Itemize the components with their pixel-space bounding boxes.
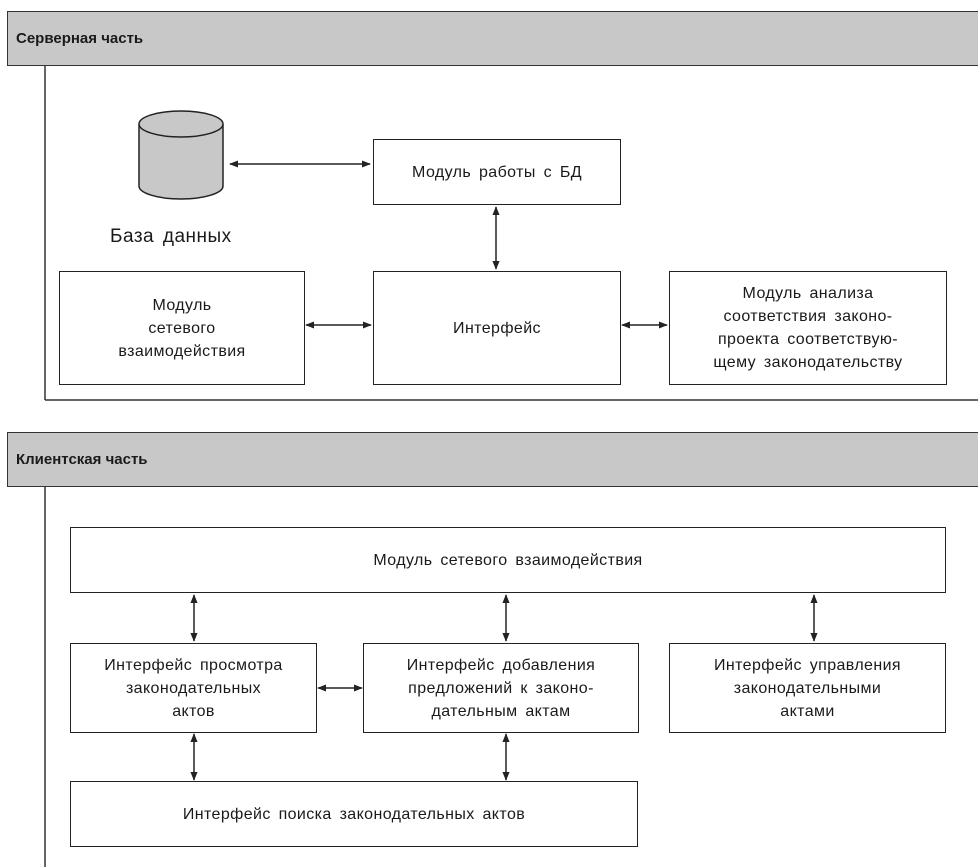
database-cylinder-icon <box>138 110 224 200</box>
server-network-module-box: Модуль сетевого взаимодействия <box>59 271 305 385</box>
client-network-module-box: Модуль сетевого взаимодействия <box>70 527 946 593</box>
server-interface-box: Интерфейс <box>373 271 621 385</box>
add-proposals-interface-box: Интерфейс добавления предложений к закон… <box>363 643 639 733</box>
analysis-module-box: Модуль анализа соответствия законо- прое… <box>669 271 947 385</box>
client-section-header: Клиентская часть <box>7 432 978 487</box>
server-section-header: Серверная часть <box>7 11 978 66</box>
client-section-title: Клиентская часть <box>16 451 148 468</box>
server-section-frame <box>44 66 978 401</box>
database-label: База данных <box>110 226 232 247</box>
db-module-box: Модуль работы с БД <box>373 139 621 205</box>
manage-interface-box: Интерфейс управления законодательными ак… <box>669 643 946 733</box>
view-interface-box: Интерфейс просмотра законодательных акто… <box>70 643 317 733</box>
search-interface-box: Интерфейс поиска законодательных актов <box>70 781 638 847</box>
server-section-title: Серверная часть <box>16 30 144 47</box>
